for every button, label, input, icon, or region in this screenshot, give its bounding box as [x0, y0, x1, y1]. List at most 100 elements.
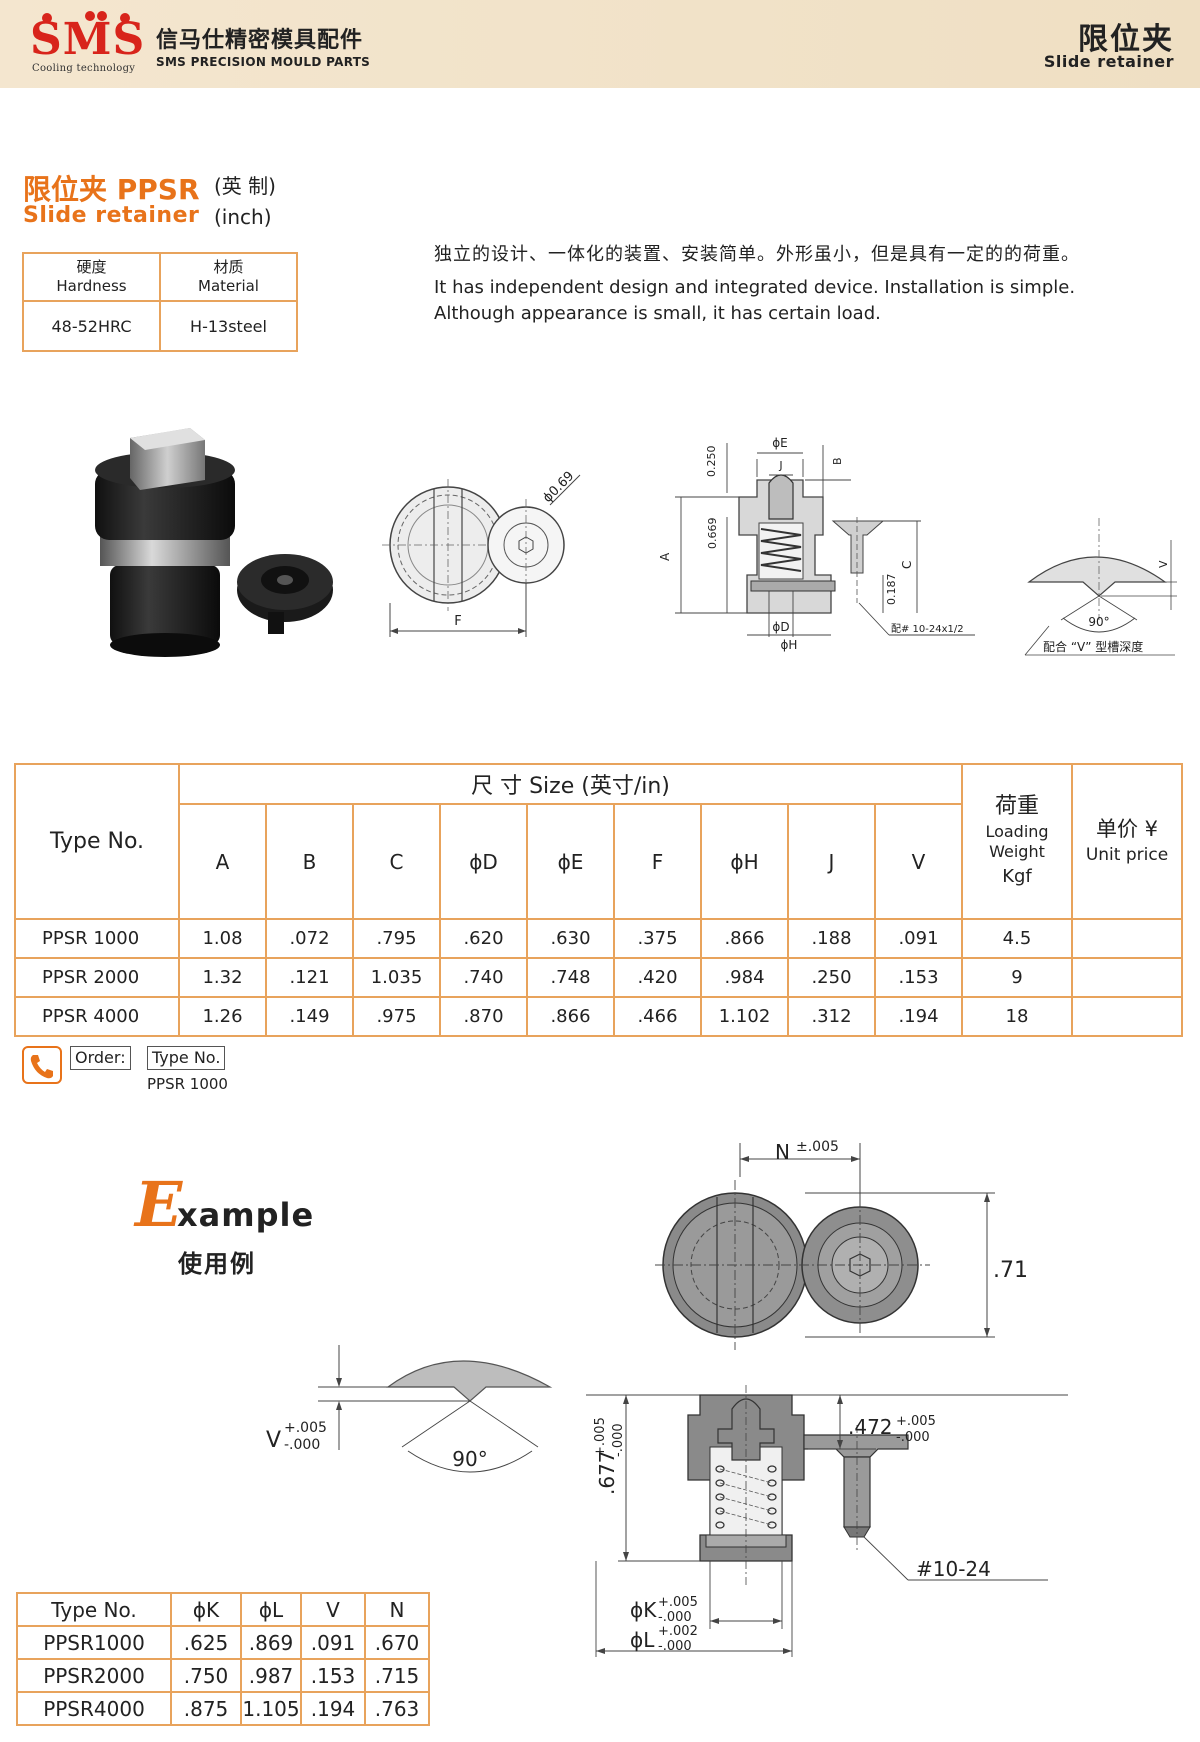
d472-label: .472 [848, 1415, 893, 1439]
d677-label: .677 [595, 1450, 619, 1495]
v-angle-label: 90° [452, 1447, 487, 1471]
phone-icon [22, 1046, 62, 1084]
table-row: PPSR 1000 1.08 .072 .795 .620 .630 .375 … [14, 918, 1183, 959]
example-title-initial: E [135, 1168, 183, 1241]
material-label-en: Material [198, 277, 259, 295]
section-drawing: ϕE J B 0.250 A 0.669 C 0.187 ϕD ϕH 配# 10… [658, 436, 975, 652]
weight-cell: 4.5 [961, 918, 1073, 959]
table-cell: .420 [613, 957, 702, 998]
order-example: PPSR 1000 [147, 1075, 228, 1093]
price-label-en: Unit price [1085, 844, 1169, 865]
example-title: xample [177, 1196, 315, 1234]
table-cell: .763 [364, 1691, 430, 1726]
table-cell: .866 [700, 918, 789, 959]
n-label: N [775, 1140, 790, 1164]
material-label-cn: 材质 [213, 258, 244, 276]
c-label: C [900, 561, 914, 569]
ex-v-header: V [300, 1592, 366, 1627]
material-header: 材质 Material [159, 252, 298, 302]
table-cell: 1.08 [178, 918, 267, 959]
table-cell: .740 [439, 957, 528, 998]
table-cell: .250 [787, 957, 876, 998]
company-name-cn: 信马仕精密模具配件 [156, 28, 364, 53]
type-cell: PPSR 1000 [14, 918, 180, 959]
sms-logo: SMS Cooling technology [30, 10, 146, 74]
table-cell: .748 [526, 957, 615, 998]
k-label: ϕK [630, 1598, 657, 1622]
table-cell: .795 [352, 918, 441, 959]
spec-table: 硬度 Hardness 材质 Material 48-52HRC H-13ste… [22, 252, 298, 352]
size-header: 尺 寸 Size (英寸/in) [178, 763, 963, 805]
table-cell: 1.26 [178, 996, 267, 1037]
hardness-label-en: Hardness [56, 277, 127, 295]
k-minus: -.000 [658, 1610, 692, 1625]
vgroove-label: 配合 “V” 型槽深度 [1043, 639, 1143, 654]
ex-l-header: ϕL [240, 1592, 302, 1627]
v-label: V [1157, 560, 1170, 568]
header-title-en: Slide retainer [1043, 52, 1174, 71]
example-title-cn: 使用例 [178, 1250, 256, 1278]
example-v-groove: V +.005 -.000 90° [266, 1345, 553, 1473]
type-no-header: Type No. [14, 763, 180, 920]
d677-plus: +.005 [593, 1417, 608, 1457]
ex-k-header: ϕK [170, 1592, 242, 1627]
table-cell: PPSR2000 [16, 1658, 172, 1693]
d187-label: 0.187 [885, 574, 898, 606]
type-cell: PPSR 2000 [14, 957, 180, 998]
table-cell: .987 [240, 1658, 302, 1693]
table-row: PPSR 4000 1.26 .149 .975 .870 .866 .466 … [14, 996, 1183, 1037]
v-tol-plus: +.005 [284, 1420, 327, 1436]
logo-dots-icon [42, 11, 130, 23]
table-row: PPSR2000 .750 .987 .153 .715 [16, 1658, 430, 1693]
product-title-en: Slide retainer [23, 203, 200, 228]
table-row: PPSR1000 .625 .869 .091 .670 [16, 1625, 430, 1660]
d-label: ϕD [772, 620, 789, 634]
table-cell: .620 [439, 918, 528, 959]
table-cell: PPSR1000 [16, 1625, 172, 1660]
header-title-cn: 限位夹 [1078, 22, 1174, 57]
type-cell: PPSR 4000 [14, 996, 180, 1037]
col-f-header: F [613, 803, 702, 920]
logo-tagline: Cooling technology [32, 63, 136, 74]
product-title-cn: 限位夹 PPSR [23, 173, 200, 206]
col-a-header: A [178, 803, 267, 920]
col-e-header: ϕE [526, 803, 615, 920]
table-cell: .153 [874, 957, 963, 998]
h-label: ϕH [781, 638, 798, 652]
col-h-header: ϕH [700, 803, 789, 920]
weight-unit: Kgf [1002, 865, 1032, 887]
l-plus: +.002 [658, 1624, 698, 1639]
page-header: SMS Cooling technology 信马仕精密模具配件 SMS PRE… [0, 0, 1200, 88]
order-type-label: Type No. [147, 1046, 226, 1070]
table-cell: 1.102 [700, 996, 789, 1037]
d669-label: 0.669 [706, 518, 719, 550]
table-cell: .121 [265, 957, 354, 998]
v-groove-drawing: V 90° 配合 “V” 型槽深度 [1024, 518, 1177, 656]
table-cell: .194 [874, 996, 963, 1037]
k-plus: +.005 [658, 1595, 698, 1610]
example-section: .677 +.005 -.000 .472 +.005 -.000 #10-24… [586, 1385, 1068, 1657]
col-j-header: J [787, 803, 876, 920]
description-en: It has independent design and integrated… [434, 277, 1076, 324]
example-top-view: N ±.005 .71 [655, 1139, 1028, 1350]
table-cell: .466 [613, 996, 702, 1037]
table-cell: .670 [364, 1625, 430, 1660]
price-cell [1071, 996, 1183, 1037]
j-label: J [778, 459, 782, 472]
h71-label: .71 [993, 1258, 1028, 1283]
price-cell [1071, 918, 1183, 959]
table-cell: .091 [300, 1625, 366, 1660]
b-label: B [831, 457, 844, 465]
ex-n-header: N [364, 1592, 430, 1627]
a-label: A [658, 552, 672, 561]
v-tol-minus: -.000 [284, 1437, 320, 1453]
table-cell: .153 [300, 1658, 366, 1693]
size-table: Type No. 尺 寸 Size (英寸/in) 荷重 Loading Wei… [14, 763, 1183, 1037]
weight-header: 荷重 Loading Weight Kgf [961, 763, 1073, 920]
table-cell: .715 [364, 1658, 430, 1693]
logo-text: SMS [30, 14, 146, 65]
table-cell: .875 [170, 1691, 242, 1726]
hardness-label-cn: 硬度 [76, 258, 107, 276]
example-table: Type No. ϕK ϕL V N PPSR1000 .625 .869 .0… [16, 1592, 430, 1726]
table-cell: .312 [787, 996, 876, 1037]
